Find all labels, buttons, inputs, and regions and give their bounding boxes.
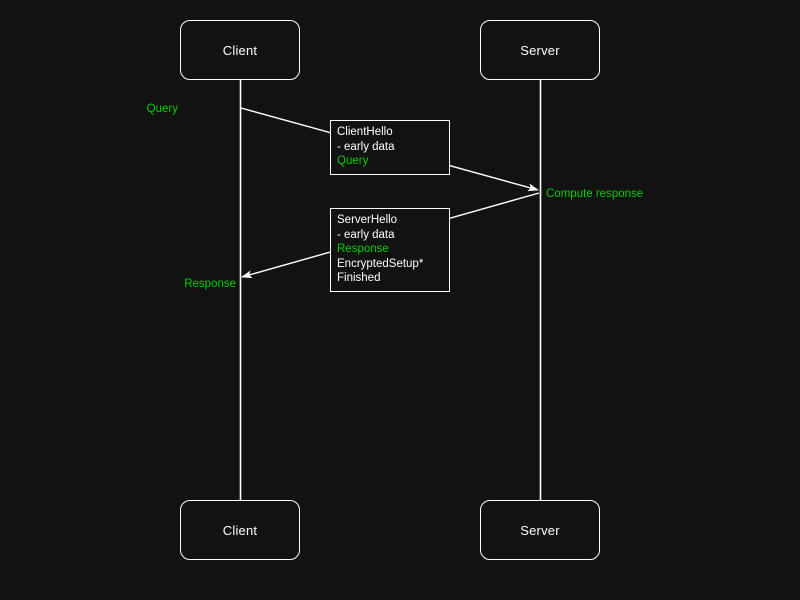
label-query: Query — [146, 103, 178, 115]
actor-label-server-bottom: Server — [520, 522, 560, 538]
note-serverhello-line-1: ServerHello — [337, 214, 398, 226]
note-clienthello[interactable]: ClientHello - early data Query — [330, 120, 450, 175]
note-serverhello-line-2: - early data — [337, 228, 395, 241]
note-clienthello-line-1: ClientHello — [337, 126, 393, 138]
actor-box-client-top[interactable]: Client — [180, 20, 300, 80]
note-serverhello-line-3: Response — [337, 243, 389, 256]
actor-box-client-bottom[interactable]: Client — [180, 500, 300, 560]
actor-label-client-top: Client — [222, 42, 258, 58]
actor-label-client-bottom: Client — [222, 522, 258, 538]
actor-box-server-bottom[interactable]: Server — [480, 500, 600, 560]
actor-box-server-top[interactable]: Server — [480, 20, 600, 80]
label-compute-response: Compute response — [546, 188, 644, 200]
note-serverhello-line-5: Finished — [337, 272, 381, 285]
note-serverhello-line-4: EncryptedSetup* — [337, 257, 424, 270]
note-serverhello[interactable]: ServerHello - early data Response Encryp… — [330, 208, 450, 292]
actor-label-server-top: Server — [520, 42, 560, 58]
label-response: Response — [184, 278, 236, 290]
note-clienthello-line-2: - early data — [337, 140, 395, 153]
note-clienthello-line-3: Query — [337, 155, 369, 168]
